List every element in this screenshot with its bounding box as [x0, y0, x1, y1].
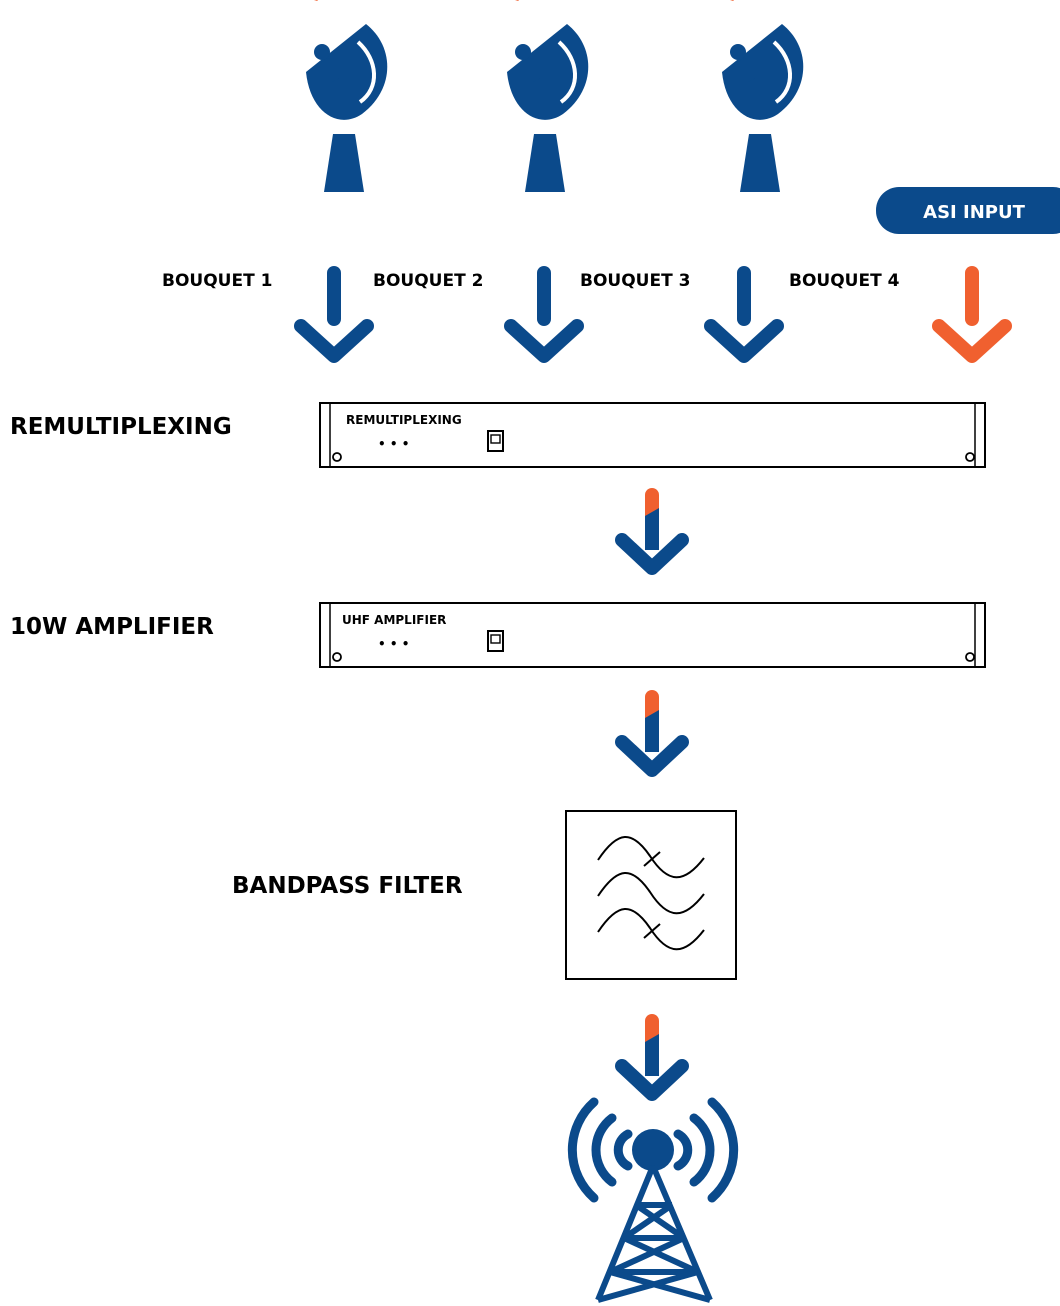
satellite-dish-icon — [495, 0, 588, 192]
amp-to-filter-arrow — [622, 690, 682, 770]
filter-to-tower-arrow — [622, 1014, 682, 1094]
remux-to-amp-arrow — [622, 488, 682, 568]
broadcast-tower-icon — [567, 1097, 739, 1303]
bouquet-2-arrow — [511, 266, 577, 356]
bouquet-2-label: BOUQUET 2 — [373, 271, 483, 291]
remux-device-label: REMULTIPLEXING — [346, 413, 462, 427]
amplifier-stage-label: 10W AMPLIFIER — [10, 614, 214, 640]
bouquet-1-label: BOUQUET 1 — [162, 271, 272, 291]
remux-device-leds: • • • — [378, 437, 409, 451]
asi-input-badge: ASI INPUT — [876, 187, 1060, 234]
amplifier-device-leds: • • • — [378, 637, 409, 651]
filter-stage-label: BANDPASS FILTER — [232, 873, 463, 899]
satellite-dish-icon — [294, 0, 387, 192]
bouquet-1-arrow — [301, 266, 367, 356]
bandpass-filter-icon — [565, 810, 737, 980]
bouquet-3-label: BOUQUET 3 — [580, 271, 690, 291]
amplifier-device-label: UHF AMPLIFIER — [342, 613, 446, 627]
bouquet-3-arrow — [711, 266, 777, 356]
amplifier-device: UHF AMPLIFIER • • • — [319, 602, 986, 668]
satellite-dish-icon — [710, 0, 803, 192]
remux-stage-label: REMULTIPLEXING — [10, 414, 232, 440]
asi-input-label: ASI INPUT — [923, 202, 1025, 223]
asi-input-arrow — [939, 266, 1005, 356]
remux-device: REMULTIPLEXING • • • — [319, 402, 986, 468]
bouquet-4-label: BOUQUET 4 — [789, 271, 900, 291]
